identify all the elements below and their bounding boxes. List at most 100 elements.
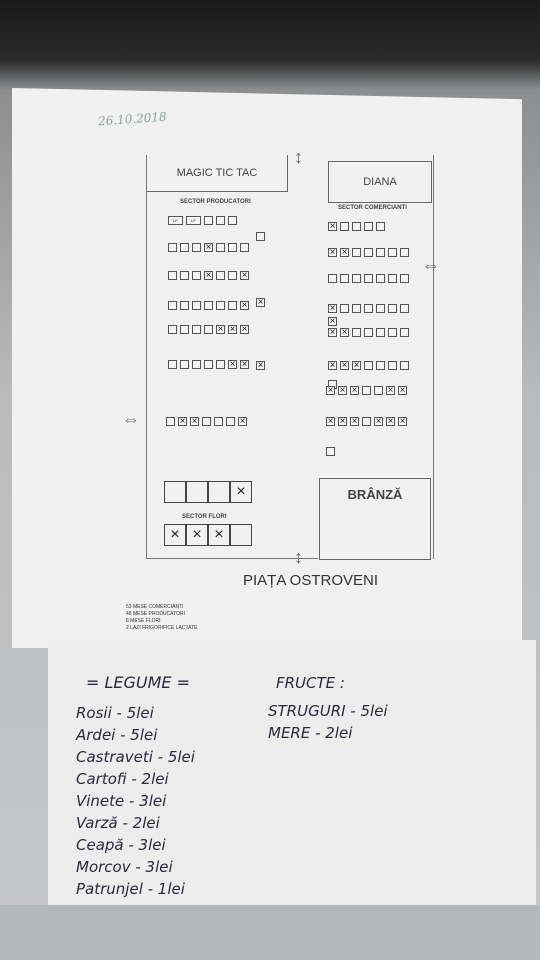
table (376, 304, 385, 313)
table (400, 248, 409, 257)
table (240, 243, 249, 252)
legend-item: 2 LAZI FRIGORIFICE LACTATE (126, 625, 198, 631)
comercianti-row (326, 386, 407, 395)
table (326, 447, 335, 456)
table (168, 325, 177, 334)
table (180, 243, 189, 252)
table (214, 417, 223, 426)
sector-flori-label: SECTOR FLORI (182, 514, 227, 520)
table (352, 222, 361, 231)
table-occupied (328, 328, 337, 337)
table (204, 301, 213, 310)
table (168, 360, 177, 369)
table-occupied (240, 360, 249, 369)
table (400, 304, 409, 313)
table-occupied (386, 386, 395, 395)
table (352, 304, 361, 313)
printed-map-sheet (12, 88, 522, 648)
table-occupied (350, 386, 359, 395)
stall-magic-tic-tac: MAGIC TIC TAC (147, 155, 288, 192)
table (204, 360, 213, 369)
double-arrow-vertical-icon: ↕ (294, 147, 303, 167)
legume-heading: = LEGUME = (86, 673, 191, 692)
table (376, 248, 385, 257)
list-item: MERE - 2lei (268, 724, 353, 742)
table-occupied (204, 271, 213, 280)
fridge-box (164, 481, 186, 503)
table (340, 304, 349, 313)
legend: 53 MESE COMERCIANTI 48 MESE PRODUCATORI … (126, 604, 198, 632)
table (388, 274, 397, 283)
double-arrow-horizontal-icon: ⇔ (422, 255, 440, 275)
table (192, 360, 201, 369)
flori-box-checked: × (208, 524, 230, 546)
table (256, 361, 265, 370)
stall-magic-label: MAGIC TIC TAC (176, 167, 258, 179)
comercianti-row (328, 248, 409, 257)
flori-box (230, 524, 252, 546)
table-occupied (386, 417, 395, 426)
stall-diana: DIANA (328, 161, 432, 203)
fructe-list: STRUGURI - 5lei MERE - 2lei (268, 700, 388, 744)
fridge-box (208, 481, 230, 503)
table (180, 271, 189, 280)
table-occupied (398, 417, 407, 426)
table (364, 304, 373, 313)
table (364, 361, 373, 370)
double-arrow-horizontal-icon: ⇔ (122, 409, 140, 429)
table-occupied (340, 248, 349, 257)
list-item: Cartofi - 2lei (76, 770, 169, 788)
table (340, 222, 349, 231)
table-occupied (340, 328, 349, 337)
table-occupied (350, 417, 359, 426)
table (226, 417, 235, 426)
table (168, 301, 177, 310)
table (216, 271, 225, 280)
list-item: Morcov - 3lei (76, 858, 173, 876)
sector-comercianti-label: SECTOR COMERCIANTI (338, 205, 407, 211)
list-item: Ardei - 5lei (76, 726, 158, 744)
list-item: Patrunjel - 1lei (76, 880, 185, 898)
producatori-row (168, 243, 249, 252)
table (204, 216, 213, 225)
list-item: Vinete - 3lei (76, 792, 167, 810)
table (192, 301, 201, 310)
table (192, 243, 201, 252)
table (256, 232, 265, 241)
table-occupied (178, 417, 187, 426)
table-occupied (190, 417, 199, 426)
market-boundary (146, 155, 434, 559)
flori-box-checked: × (186, 524, 208, 546)
table (362, 417, 371, 426)
list-item: Varză - 2lei (76, 814, 160, 832)
flori-box-checked: × (164, 524, 186, 546)
table-occupied (328, 222, 337, 231)
table-occupied (326, 386, 335, 395)
table (168, 243, 177, 252)
market-title: PIAȚA OSTROVENI (243, 572, 379, 589)
comercianti-row (328, 304, 409, 313)
legend-item: 53 MESE COMERCIANTI (126, 604, 184, 610)
table (400, 274, 409, 283)
table (376, 361, 385, 370)
table (328, 317, 337, 326)
producatori-row (168, 271, 249, 280)
table (400, 361, 409, 370)
stall-diana-label: DIANA (363, 176, 397, 188)
sector-producatori-label: SECTOR PRODUCATORI (180, 199, 251, 205)
table (374, 386, 383, 395)
table-occupied (352, 361, 361, 370)
table (364, 274, 373, 283)
table (376, 222, 385, 231)
table (228, 271, 237, 280)
comercianti-row (328, 328, 409, 337)
fridge-box-checked: × (230, 481, 252, 503)
table (192, 325, 201, 334)
table (228, 216, 237, 225)
table (180, 360, 189, 369)
table (364, 222, 373, 231)
legume-list: Rosii - 5lei Ardei - 5lei Castraveti - 5… (76, 702, 195, 900)
table (228, 301, 237, 310)
producatori-row (168, 301, 249, 310)
table-occupied (238, 417, 247, 426)
